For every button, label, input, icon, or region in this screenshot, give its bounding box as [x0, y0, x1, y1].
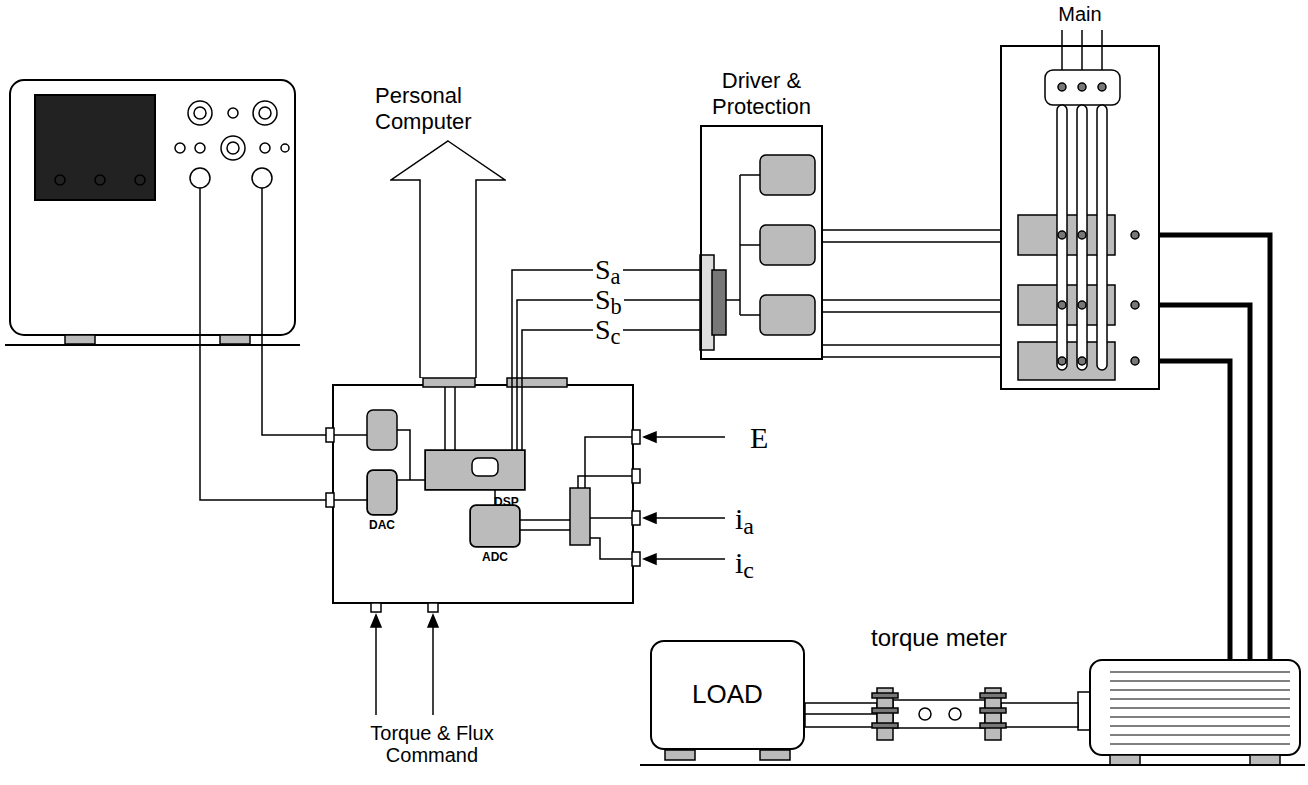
node-label: ADC: [482, 551, 508, 565]
node-label: Driver & Protection: [687, 68, 837, 119]
node-label: Personal Computer: [375, 83, 505, 134]
dsp-chip: DSP: [425, 450, 525, 490]
note-text: Torque & Flux Command: [345, 722, 519, 766]
signal-name: ia: [733, 502, 756, 535]
subscript: c: [611, 324, 621, 349]
driver-box: Driver & Protection: [700, 125, 823, 360]
subscript: a: [743, 513, 754, 539]
node-label: DSP: [494, 496, 519, 510]
load-box: LOAD: [650, 640, 805, 750]
node-label: LOAD: [692, 680, 763, 710]
signal-wire: [805, 713, 877, 715]
node-label: Main: [1058, 3, 1101, 26]
signal-name: Sc: [593, 315, 623, 346]
subscript: c: [743, 557, 754, 583]
signal-name: Sb: [593, 285, 624, 316]
adc-chip: ADC: [470, 505, 520, 547]
signal-name: Sa: [593, 255, 623, 286]
signal-wire: [517, 300, 700, 450]
power-converter: Main: [1000, 45, 1160, 390]
signal-wire: [823, 299, 1000, 301]
torque-meter: torque meter: [877, 688, 1001, 740]
dac-chip: DAC: [367, 470, 397, 515]
computer-link: Personal Computer: [390, 140, 506, 378]
signal-wire: [397, 479, 425, 481]
node-label: torque meter: [871, 624, 1007, 652]
note-text: E: [748, 421, 770, 454]
node-label: DAC: [369, 519, 395, 533]
signal-name: ic: [733, 546, 756, 579]
arrow-outline: [390, 140, 506, 378]
